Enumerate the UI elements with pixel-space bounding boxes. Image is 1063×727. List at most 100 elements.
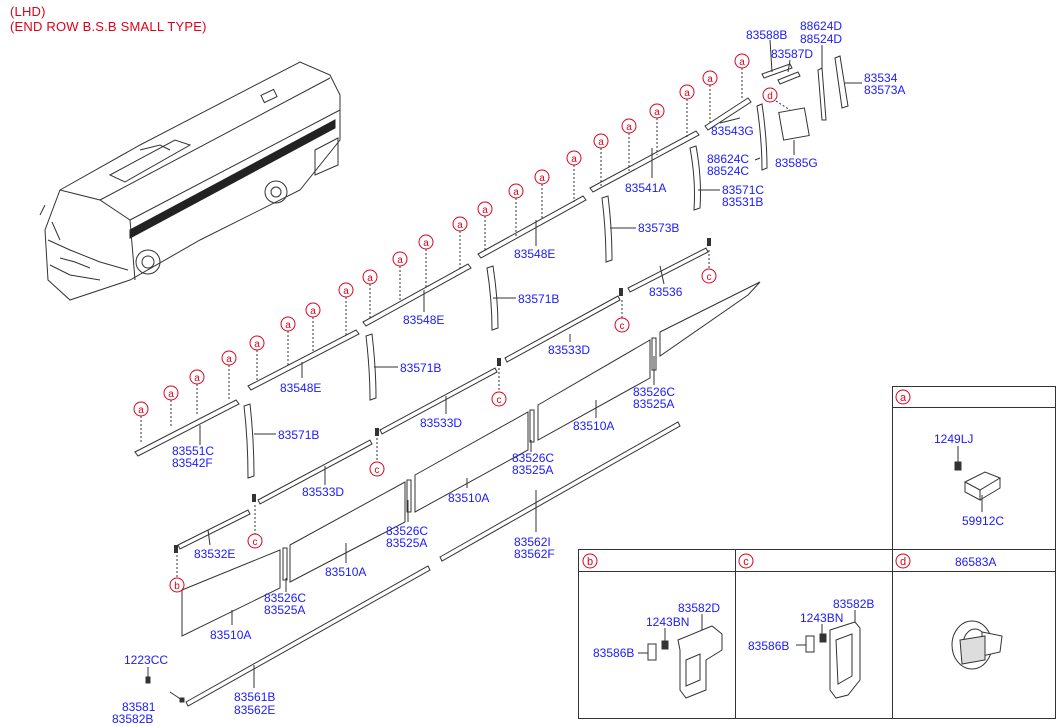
- belt-moldings: [177, 247, 709, 550]
- part-label: 83573A: [864, 83, 905, 97]
- marker-a: a: [423, 238, 429, 249]
- detail-c-letter: c: [743, 556, 749, 568]
- part-label: 88624D: [800, 19, 842, 33]
- bus-illustration: [39, 61, 341, 301]
- bus-stripe: [129, 119, 336, 239]
- marker-c: c: [620, 321, 625, 332]
- part-label: 83548E: [280, 381, 321, 395]
- detail-box-b: b 83582D 1243BN 83586B: [578, 549, 736, 719]
- part-label: 83587D: [771, 47, 813, 61]
- part-label: 83525A: [633, 397, 674, 411]
- part-label: 83542F: [172, 456, 213, 470]
- part-label: 83510A: [573, 419, 614, 433]
- marker-a: a: [482, 205, 488, 216]
- marker-a: a: [285, 320, 291, 331]
- header-lhd: (LHD): [10, 4, 46, 19]
- marker-b-group: b: [169, 555, 185, 593]
- marker-c: c: [497, 395, 502, 406]
- part-label: 83562F: [514, 547, 555, 561]
- small-clips: [174, 238, 711, 553]
- marker-c: c: [375, 465, 380, 476]
- marker-c: c: [253, 537, 258, 548]
- bolt-1223cc: [145, 676, 185, 703]
- marker-a: a: [626, 122, 632, 133]
- part-label: 83561B: [234, 690, 275, 704]
- part-label: 83551C: [172, 444, 214, 458]
- part-label: 83533D: [302, 485, 344, 499]
- marker-a: a: [513, 187, 519, 198]
- part-label: 83571B: [400, 361, 441, 375]
- detail-c-part: 83582B: [833, 597, 874, 611]
- detail-b-part: 1243BN: [646, 615, 689, 629]
- part-label: 83543G: [711, 124, 754, 138]
- part-label: 83573B: [638, 221, 679, 235]
- marker-a: a: [397, 255, 403, 266]
- part-leaders: [147, 39, 862, 701]
- marker-a: a: [598, 137, 604, 148]
- part-label: 83533D: [420, 416, 462, 430]
- part-label: 83532E: [194, 547, 235, 561]
- part-label: 83585G: [775, 156, 818, 170]
- detail-a-part: 1249LJ: [934, 432, 973, 446]
- part-label: 83536: [649, 285, 683, 299]
- detail-c-part: 1243BN: [800, 611, 843, 625]
- detail-a-letter: a: [900, 392, 907, 404]
- detail-box-d: d 86583A: [892, 549, 1056, 719]
- part-label: 88524D: [800, 32, 842, 46]
- marker-a: a: [684, 88, 690, 99]
- part-label: 83534: [864, 71, 898, 85]
- part-label: 83562I: [514, 535, 551, 549]
- part-label: 83548E: [514, 247, 555, 261]
- part-label: 83526C: [386, 524, 428, 538]
- marker-a: a: [194, 373, 200, 384]
- marker-a: a: [739, 57, 745, 68]
- pillars: [243, 55, 849, 479]
- marker-d-group: d: [762, 87, 791, 111]
- part-label: 83525A: [264, 603, 305, 617]
- part-label: 83562E: [234, 703, 275, 717]
- marker-a: a: [226, 354, 232, 365]
- detail-d-letter: d: [900, 556, 906, 568]
- marker-a-labels: a a a a a a a a a a a a a a a a a a a a …: [138, 57, 745, 416]
- part-label: 83525A: [386, 536, 427, 550]
- marker-a: a: [707, 74, 713, 85]
- part-label: 83525A: [512, 463, 553, 477]
- marker-c: c: [707, 272, 712, 283]
- side-panels: [181, 281, 761, 637]
- part-label: 88524C: [707, 164, 749, 178]
- header-type: (END ROW B.S.B SMALL TYPE): [10, 19, 207, 34]
- part-label: 83531B: [722, 195, 763, 209]
- part-label: 83533D: [548, 343, 590, 357]
- part-label: 83571C: [722, 183, 764, 197]
- part-label: 83581: [122, 700, 156, 714]
- detail-b-part: 83582D: [678, 601, 720, 615]
- detail-box-c: c 83582B 1243BN 83586B: [735, 549, 893, 719]
- part-label: 83526C: [633, 385, 675, 399]
- detail-b-part: 83586B: [593, 646, 634, 660]
- detail-a-part: 59912C: [962, 514, 1004, 528]
- skirt-moldings: [185, 421, 681, 707]
- part-label: 83526C: [264, 591, 306, 605]
- marker-a: a: [571, 154, 577, 165]
- marker-d: d: [767, 91, 773, 102]
- marker-a: a: [654, 107, 660, 118]
- part-label: 83582B: [112, 712, 153, 726]
- part-label: 83526C: [512, 451, 554, 465]
- part-label: 83510A: [325, 565, 366, 579]
- marker-a: a: [310, 306, 316, 317]
- marker-a: a: [168, 389, 174, 400]
- window-moldings: [134, 97, 752, 457]
- top-right-trims: [761, 63, 810, 141]
- marker-a: a: [138, 405, 144, 416]
- part-label: 83588B: [746, 28, 787, 42]
- marker-c-group: c c c c c: [247, 250, 717, 549]
- marker-a: a: [343, 286, 349, 297]
- marker-a: a: [367, 273, 373, 284]
- detail-b-letter: b: [587, 556, 593, 568]
- marker-a: a: [539, 173, 545, 184]
- part-label: 83510A: [210, 628, 251, 642]
- marker-leaders-a: [140, 68, 743, 442]
- marker-b: b: [174, 581, 180, 592]
- part-labels: 83588B 88624D 88524D 83587D 83534 83573A…: [112, 19, 905, 726]
- marker-a: a: [254, 339, 260, 350]
